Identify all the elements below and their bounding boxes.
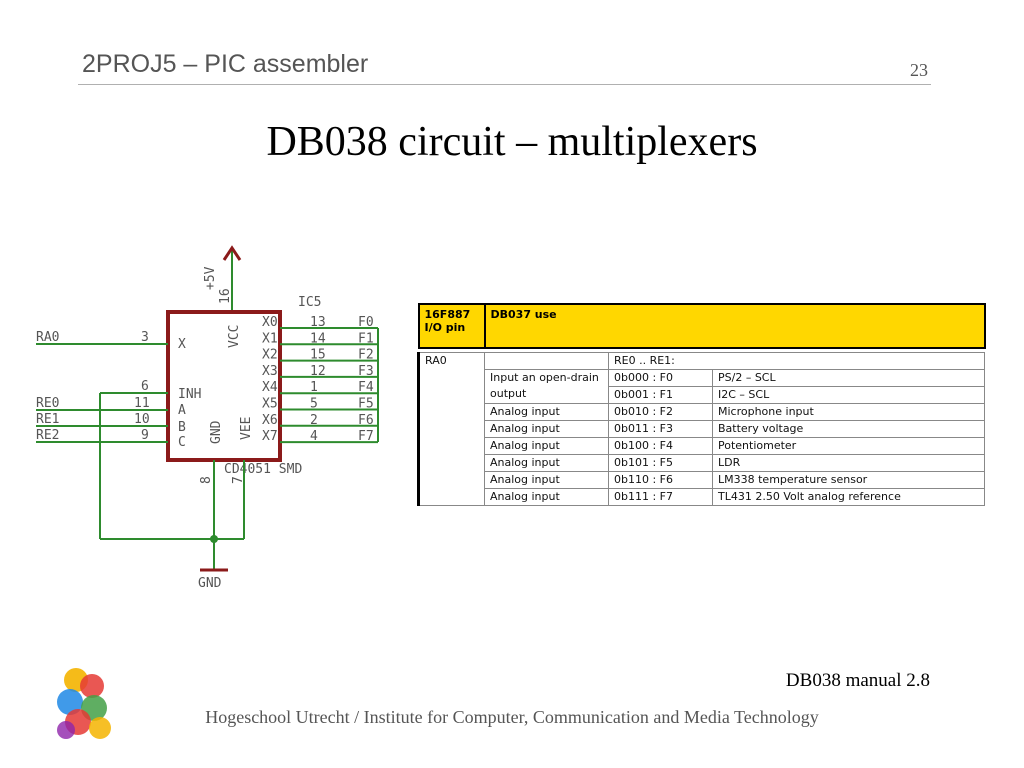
part-name: IC5 bbox=[298, 295, 321, 310]
supply-arrow-icon bbox=[222, 245, 242, 261]
pin-label-a: A bbox=[178, 403, 186, 418]
table-cell-use: Input an open-drain output bbox=[484, 369, 609, 404]
table-cell-code: 0b100 : F4 bbox=[608, 437, 713, 455]
pin-label-vee: VEE bbox=[239, 417, 254, 440]
output-pin-label: X2 bbox=[262, 348, 278, 363]
table-cell-desc: LDR bbox=[711, 454, 986, 472]
table-header-use: DB037 use bbox=[483, 303, 986, 349]
header-rule bbox=[78, 84, 931, 85]
output-net-label: F1 bbox=[358, 331, 374, 346]
output-pin-number: 4 bbox=[310, 429, 318, 444]
table-cell-code: 0b101 : F5 bbox=[608, 454, 713, 472]
output-pin-number: 15 bbox=[310, 348, 326, 363]
pin-label-c: C bbox=[178, 435, 186, 450]
table-cell-desc: PS/2 – SCL bbox=[711, 369, 986, 387]
table-header-pin: 16F887 I/O pin bbox=[417, 303, 486, 349]
output-pin-number: 5 bbox=[310, 397, 318, 412]
pin-label-gnd: GND bbox=[209, 420, 224, 444]
left-signal-label: RE0 bbox=[36, 396, 59, 411]
left-pin-number: 6 bbox=[141, 379, 149, 394]
table-cell-code: 0b011 : F3 bbox=[608, 420, 713, 438]
output-pin-number: 13 bbox=[310, 315, 326, 330]
output-pin-label: X3 bbox=[262, 364, 278, 379]
left-signal-label: RA0 bbox=[36, 330, 59, 345]
table-cell-use: Analog input bbox=[484, 437, 609, 455]
slide-title: DB038 circuit – multiplexers bbox=[266, 119, 758, 165]
left-signal-label: RE2 bbox=[36, 428, 59, 443]
junction-dot bbox=[210, 535, 218, 543]
table-cell-pin: RA0 bbox=[417, 352, 485, 506]
output-net-label: F3 bbox=[358, 364, 374, 379]
output-net-label: F0 bbox=[358, 315, 374, 330]
supply-pin-label: 16 bbox=[218, 288, 233, 304]
table-cell-use: Analog input bbox=[484, 420, 609, 438]
manual-reference: DB038 manual 2.8 bbox=[785, 670, 930, 691]
table-cell-use: Analog input bbox=[484, 471, 609, 489]
table-cell-desc: LM338 temperature sensor bbox=[711, 471, 986, 489]
left-signal-label: RE1 bbox=[36, 412, 59, 427]
table-cell-use bbox=[484, 352, 609, 370]
fingerprint-logo bbox=[57, 668, 111, 739]
table-cell-use: Analog input bbox=[484, 454, 609, 472]
output-pin-number: 12 bbox=[310, 364, 326, 379]
table-cell-code: 0b111 : F7 bbox=[608, 488, 713, 506]
output-net-label: F2 bbox=[358, 348, 374, 363]
output-pin-label: X1 bbox=[262, 331, 278, 346]
left-pin-number: 9 bbox=[141, 428, 149, 443]
table-cell-desc: Microphone input bbox=[711, 403, 986, 421]
output-net-label: F5 bbox=[358, 397, 374, 412]
page-number: 23 bbox=[910, 60, 928, 80]
output-pin-label: X4 bbox=[262, 380, 278, 395]
table-cell-code: 0b000 : F0 bbox=[608, 369, 713, 387]
supply-label: +5V bbox=[203, 266, 218, 290]
table-cell-desc: Potentiometer bbox=[711, 437, 986, 455]
pin-label-x: X bbox=[178, 337, 186, 352]
chip-body bbox=[166, 310, 282, 462]
output-pin-label: X6 bbox=[262, 413, 278, 428]
table-cell-use: Analog input bbox=[484, 488, 609, 506]
output-pin-number: 1 bbox=[310, 380, 318, 395]
table-cell-desc: TL431 2.50 Volt analog reference bbox=[711, 488, 986, 506]
table-cell-code: 0b010 : F2 bbox=[608, 403, 713, 421]
header-title: 2PROJ5 – PIC assembler bbox=[82, 50, 369, 78]
output-net-label: F4 bbox=[358, 380, 374, 395]
table-cell-code: 0b001 : F1 bbox=[608, 386, 713, 404]
output-pin-label: X5 bbox=[262, 397, 278, 412]
pin-number-7: 7 bbox=[231, 476, 246, 484]
table-cell-desc: I2C – SCL bbox=[711, 386, 986, 404]
output-net-label: F6 bbox=[358, 413, 374, 428]
output-pin-label: X0 bbox=[262, 315, 278, 330]
part-type: CD4051 SMD bbox=[224, 462, 302, 477]
pin-label-vcc: VCC bbox=[227, 325, 242, 348]
io-pin-table: 16F887 I/O pin DB037 use RA0 RE0 .. RE1:… bbox=[417, 303, 986, 506]
table-cell-code: 0b110 : F6 bbox=[608, 471, 713, 489]
pin-label-b: B bbox=[178, 420, 186, 435]
left-pin-number: 11 bbox=[134, 396, 150, 411]
pin-number-8: 8 bbox=[199, 476, 214, 484]
pin-label-inh: INH bbox=[178, 387, 201, 402]
table-cell-use: Analog input bbox=[484, 403, 609, 421]
ground-label: GND bbox=[198, 576, 222, 591]
multiplexer-schematic: +5V 16 IC5 X VCC INH A B C GND VEE CD405… bbox=[36, 245, 379, 591]
table-row: RA0 RE0 .. RE1: bbox=[417, 352, 986, 506]
output-net-label: F7 bbox=[358, 429, 374, 444]
left-pin-number: 10 bbox=[134, 412, 150, 427]
table-cell-select: RE0 .. RE1: bbox=[607, 352, 986, 370]
output-pin-label: X7 bbox=[262, 429, 278, 444]
left-pin-number: 3 bbox=[141, 330, 149, 345]
output-pin-number: 2 bbox=[310, 413, 318, 428]
table-cell-desc: Battery voltage bbox=[711, 420, 986, 438]
output-pin-number: 14 bbox=[310, 331, 326, 346]
footer-text: Hogeschool Utrecht / Institute for Compu… bbox=[205, 707, 819, 727]
